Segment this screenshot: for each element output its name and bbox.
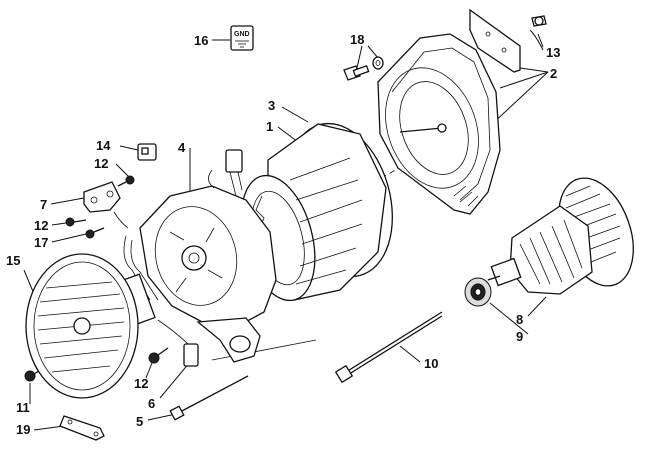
rotor-assembly (487, 177, 634, 295)
callout-6: 6 (148, 396, 155, 411)
callout-1: 1 (266, 119, 273, 134)
callout-17: 17 (34, 235, 48, 250)
bolt-18 (343, 56, 384, 81)
callout-4: 4 (178, 140, 186, 155)
gnd-label: GND (234, 31, 250, 38)
callout-9: 9 (516, 329, 523, 344)
callout-8: 8 (516, 312, 523, 327)
callout-12-lower: 12 (134, 376, 148, 391)
end-cover (377, 33, 501, 215)
through-bolt-10 (334, 311, 443, 384)
connector-bracket (83, 143, 157, 229)
callout-13: 13 (546, 45, 560, 60)
through-bolt-5 (169, 375, 249, 421)
callout-7: 7 (40, 197, 47, 212)
front-housing (139, 149, 277, 363)
bracket-19 (59, 415, 105, 441)
screw-17 (85, 227, 105, 239)
callout-3: 3 (268, 98, 275, 113)
callout-2: 2 (550, 66, 557, 81)
mount-plate (469, 8, 547, 73)
callout-18: 18 (350, 32, 364, 47)
ground-tag: GND (230, 25, 254, 51)
grille-cover (25, 253, 139, 399)
callout-12-upper: 12 (94, 156, 108, 171)
callout-16: 16 (194, 33, 208, 48)
screw-12-lower (148, 347, 169, 364)
callout-12-mid: 12 (34, 218, 48, 233)
callout-15: 15 (6, 253, 20, 268)
screw-12-upper (117, 175, 135, 187)
callout-19: 19 (16, 422, 30, 437)
screw-12-mid (65, 217, 87, 227)
callout-14: 14 (96, 138, 111, 153)
callout-10: 10 (424, 356, 438, 371)
callout-labels: 16 18 13 2 3 1 4 14 12 7 12 17 15 11 19 … (6, 32, 560, 437)
bearing (464, 277, 492, 307)
callout-11: 11 (16, 400, 30, 415)
callout-5: 5 (136, 414, 143, 429)
